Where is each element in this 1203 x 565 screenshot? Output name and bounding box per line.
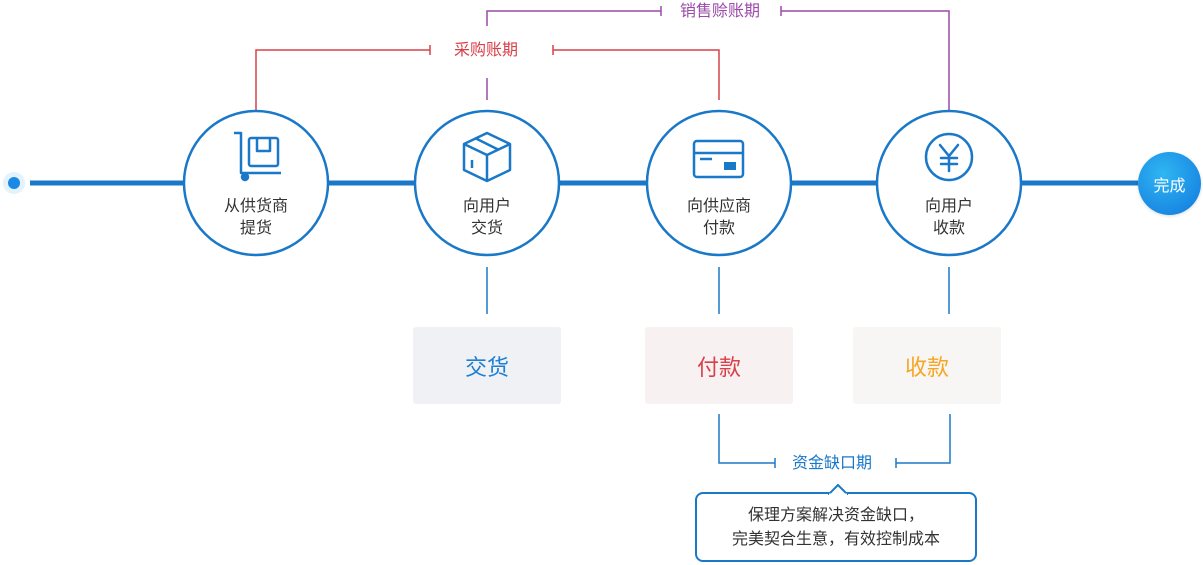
package-icon [462, 131, 512, 183]
purchase-period-label: 采购账期 [450, 40, 523, 60]
node-3-line1: 向供应商 [686, 196, 751, 215]
node-circle-1 [182, 109, 330, 257]
start-dot [3, 172, 25, 194]
node-label-1: 从供货商 提货 [196, 195, 316, 239]
node-circle-2 [413, 109, 561, 257]
node-label-3: 向供应商 付款 [659, 195, 779, 239]
node-2-line2: 交货 [470, 218, 503, 237]
node-3-line2: 付款 [702, 218, 735, 237]
done-node: 完成 [1138, 152, 1201, 215]
payment-card: 付款 [645, 327, 793, 404]
node-1-line1: 从供货商 [223, 196, 288, 215]
card-connectors [486, 267, 950, 314]
node-1-line2: 提货 [239, 218, 272, 237]
node-label-2: 向用户 交货 [427, 195, 547, 239]
node-4-line2: 收款 [932, 218, 965, 237]
sales-period-label: 销售赊账期 [676, 1, 765, 21]
callout-line-1: 保理方案解决资金缺口， [747, 505, 924, 524]
credit-card-icon [692, 139, 745, 179]
gap-period-bracket [718, 414, 951, 468]
purchase-period-bracket [255, 45, 720, 112]
node-circle-3 [645, 109, 793, 257]
solution-callout: 保理方案解决资金缺口， 完美契合生意，有效控制成本 [695, 484, 977, 562]
callout-pointer [828, 484, 848, 495]
collection-card: 收款 [853, 327, 1001, 404]
gap-period-label: 资金缺口期 [788, 453, 877, 473]
callout-line-2: 完美契合生意，有效控制成本 [731, 529, 940, 548]
delivery-card: 交货 [413, 327, 561, 404]
node-4-line1: 向用户 [924, 196, 973, 215]
cart-box-icon [234, 131, 281, 182]
node-circle-4 [875, 109, 1023, 257]
yen-coin-icon [924, 132, 974, 182]
node-label-4: 向用户 收款 [889, 195, 1009, 239]
node-2-line1: 向用户 [462, 196, 511, 215]
sales-period-bracket [486, 6, 950, 112]
